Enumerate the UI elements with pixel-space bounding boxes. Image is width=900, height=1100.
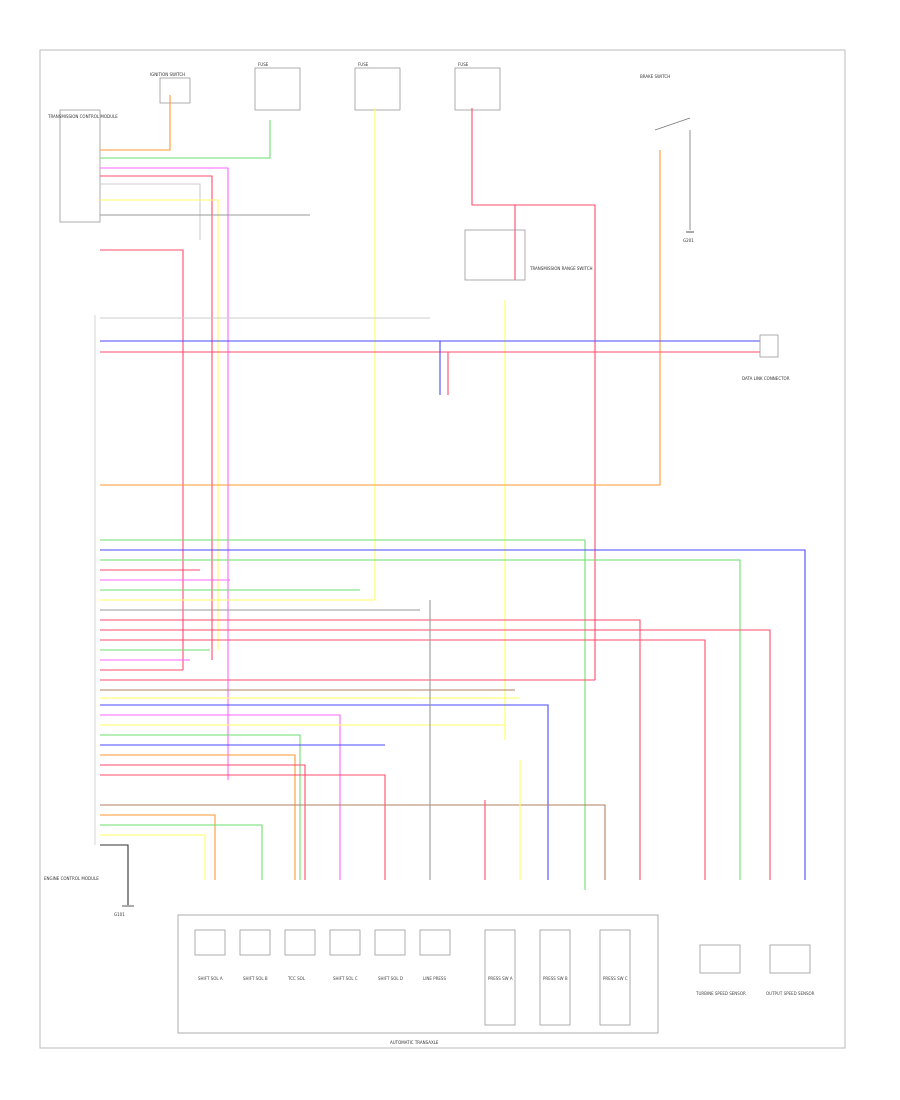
solenoid-line-press: LINE PRESS bbox=[419, 929, 451, 981]
output-speed-sensor: OUTPUT SPEED SENSOR bbox=[766, 944, 815, 996]
transaxle-caption: AUTOMATIC TRANSAXLE bbox=[390, 1040, 439, 1045]
solenoid-shift-d: SHIFT SOL D bbox=[374, 929, 406, 981]
turbine-speed-sensor: TURBINE SPEED SENSOR bbox=[695, 944, 746, 996]
diagram-frame bbox=[39, 49, 846, 1049]
brake-switch: BRAKE SWITCH bbox=[640, 74, 691, 230]
solenoid-tcc: TCC SOL bbox=[284, 929, 316, 981]
solenoid-shift-a: SHIFT SOL A bbox=[194, 929, 226, 981]
press-switch-c: PRESS SW C bbox=[599, 929, 631, 1026]
ecm-label: ENGINE CONTROL MODULE bbox=[44, 876, 99, 881]
trans-range-switch: TRANSMISSION RANGE SWITCH bbox=[464, 229, 593, 281]
solenoid-shift-b: SHIFT SOL B bbox=[239, 929, 271, 981]
solenoid-label: PRESS SW B bbox=[543, 976, 568, 981]
solenoid-label: PRESS SW A bbox=[488, 976, 513, 981]
transaxle-housing: AUTOMATIC TRANSAXLE bbox=[177, 914, 659, 1045]
tcm-label-top: TRANSMISSION CONTROL MODULE bbox=[47, 114, 118, 119]
ground-left-label: G101 bbox=[114, 912, 125, 917]
press-switch-a: PRESS SW A bbox=[484, 929, 516, 1026]
data-link-connector: DATA LINK CONNECTOR bbox=[742, 334, 790, 381]
wire-runs bbox=[100, 95, 806, 905]
solenoid-label: PRESS SW C bbox=[603, 976, 628, 981]
data-link-label: DATA LINK CONNECTOR bbox=[742, 376, 790, 381]
fuse-box-left: FUSE bbox=[254, 62, 301, 111]
solenoid-row: SHIFT SOL A SHIFT SOL B TCC SOL SHIFT SO… bbox=[194, 929, 631, 1026]
ground-g201: G201 bbox=[683, 231, 694, 243]
fuse-mid-label: FUSE bbox=[358, 62, 369, 67]
ground-right-label: G201 bbox=[683, 238, 694, 243]
solenoid-label: SHIFT SOL A bbox=[198, 976, 223, 981]
solenoid-label: SHIFT SOL B bbox=[243, 976, 268, 981]
turbine-sensor-label: TURBINE SPEED SENSOR bbox=[695, 991, 746, 996]
output-sensor-label: OUTPUT SPEED SENSOR bbox=[766, 991, 815, 996]
ignition-switch: IGNITION SWITCH bbox=[150, 72, 191, 104]
ignition-label: IGNITION SWITCH bbox=[150, 72, 185, 77]
trans-range-label: TRANSMISSION RANGE SWITCH bbox=[529, 266, 593, 271]
fuse-right-label: FUSE bbox=[458, 62, 469, 67]
ground-g101: G101 bbox=[114, 905, 134, 917]
solenoid-label: LINE PRESS bbox=[423, 976, 446, 981]
brake-switch-label: BRAKE SWITCH bbox=[640, 74, 670, 79]
fuse-box-right: FUSE bbox=[454, 62, 501, 111]
fuse-left-label: FUSE bbox=[258, 62, 269, 67]
solenoid-label: TCC SOL bbox=[287, 976, 306, 981]
solenoid-label: SHIFT SOL D bbox=[378, 976, 403, 981]
press-switch-b: PRESS SW B bbox=[539, 929, 571, 1026]
fuse-box-mid: FUSE bbox=[354, 62, 401, 111]
solenoid-shift-c: SHIFT SOL C bbox=[329, 929, 361, 981]
tcm-connector-top: TRANSMISSION CONTROL MODULE bbox=[47, 109, 118, 223]
solenoid-label: SHIFT SOL C bbox=[333, 976, 358, 981]
